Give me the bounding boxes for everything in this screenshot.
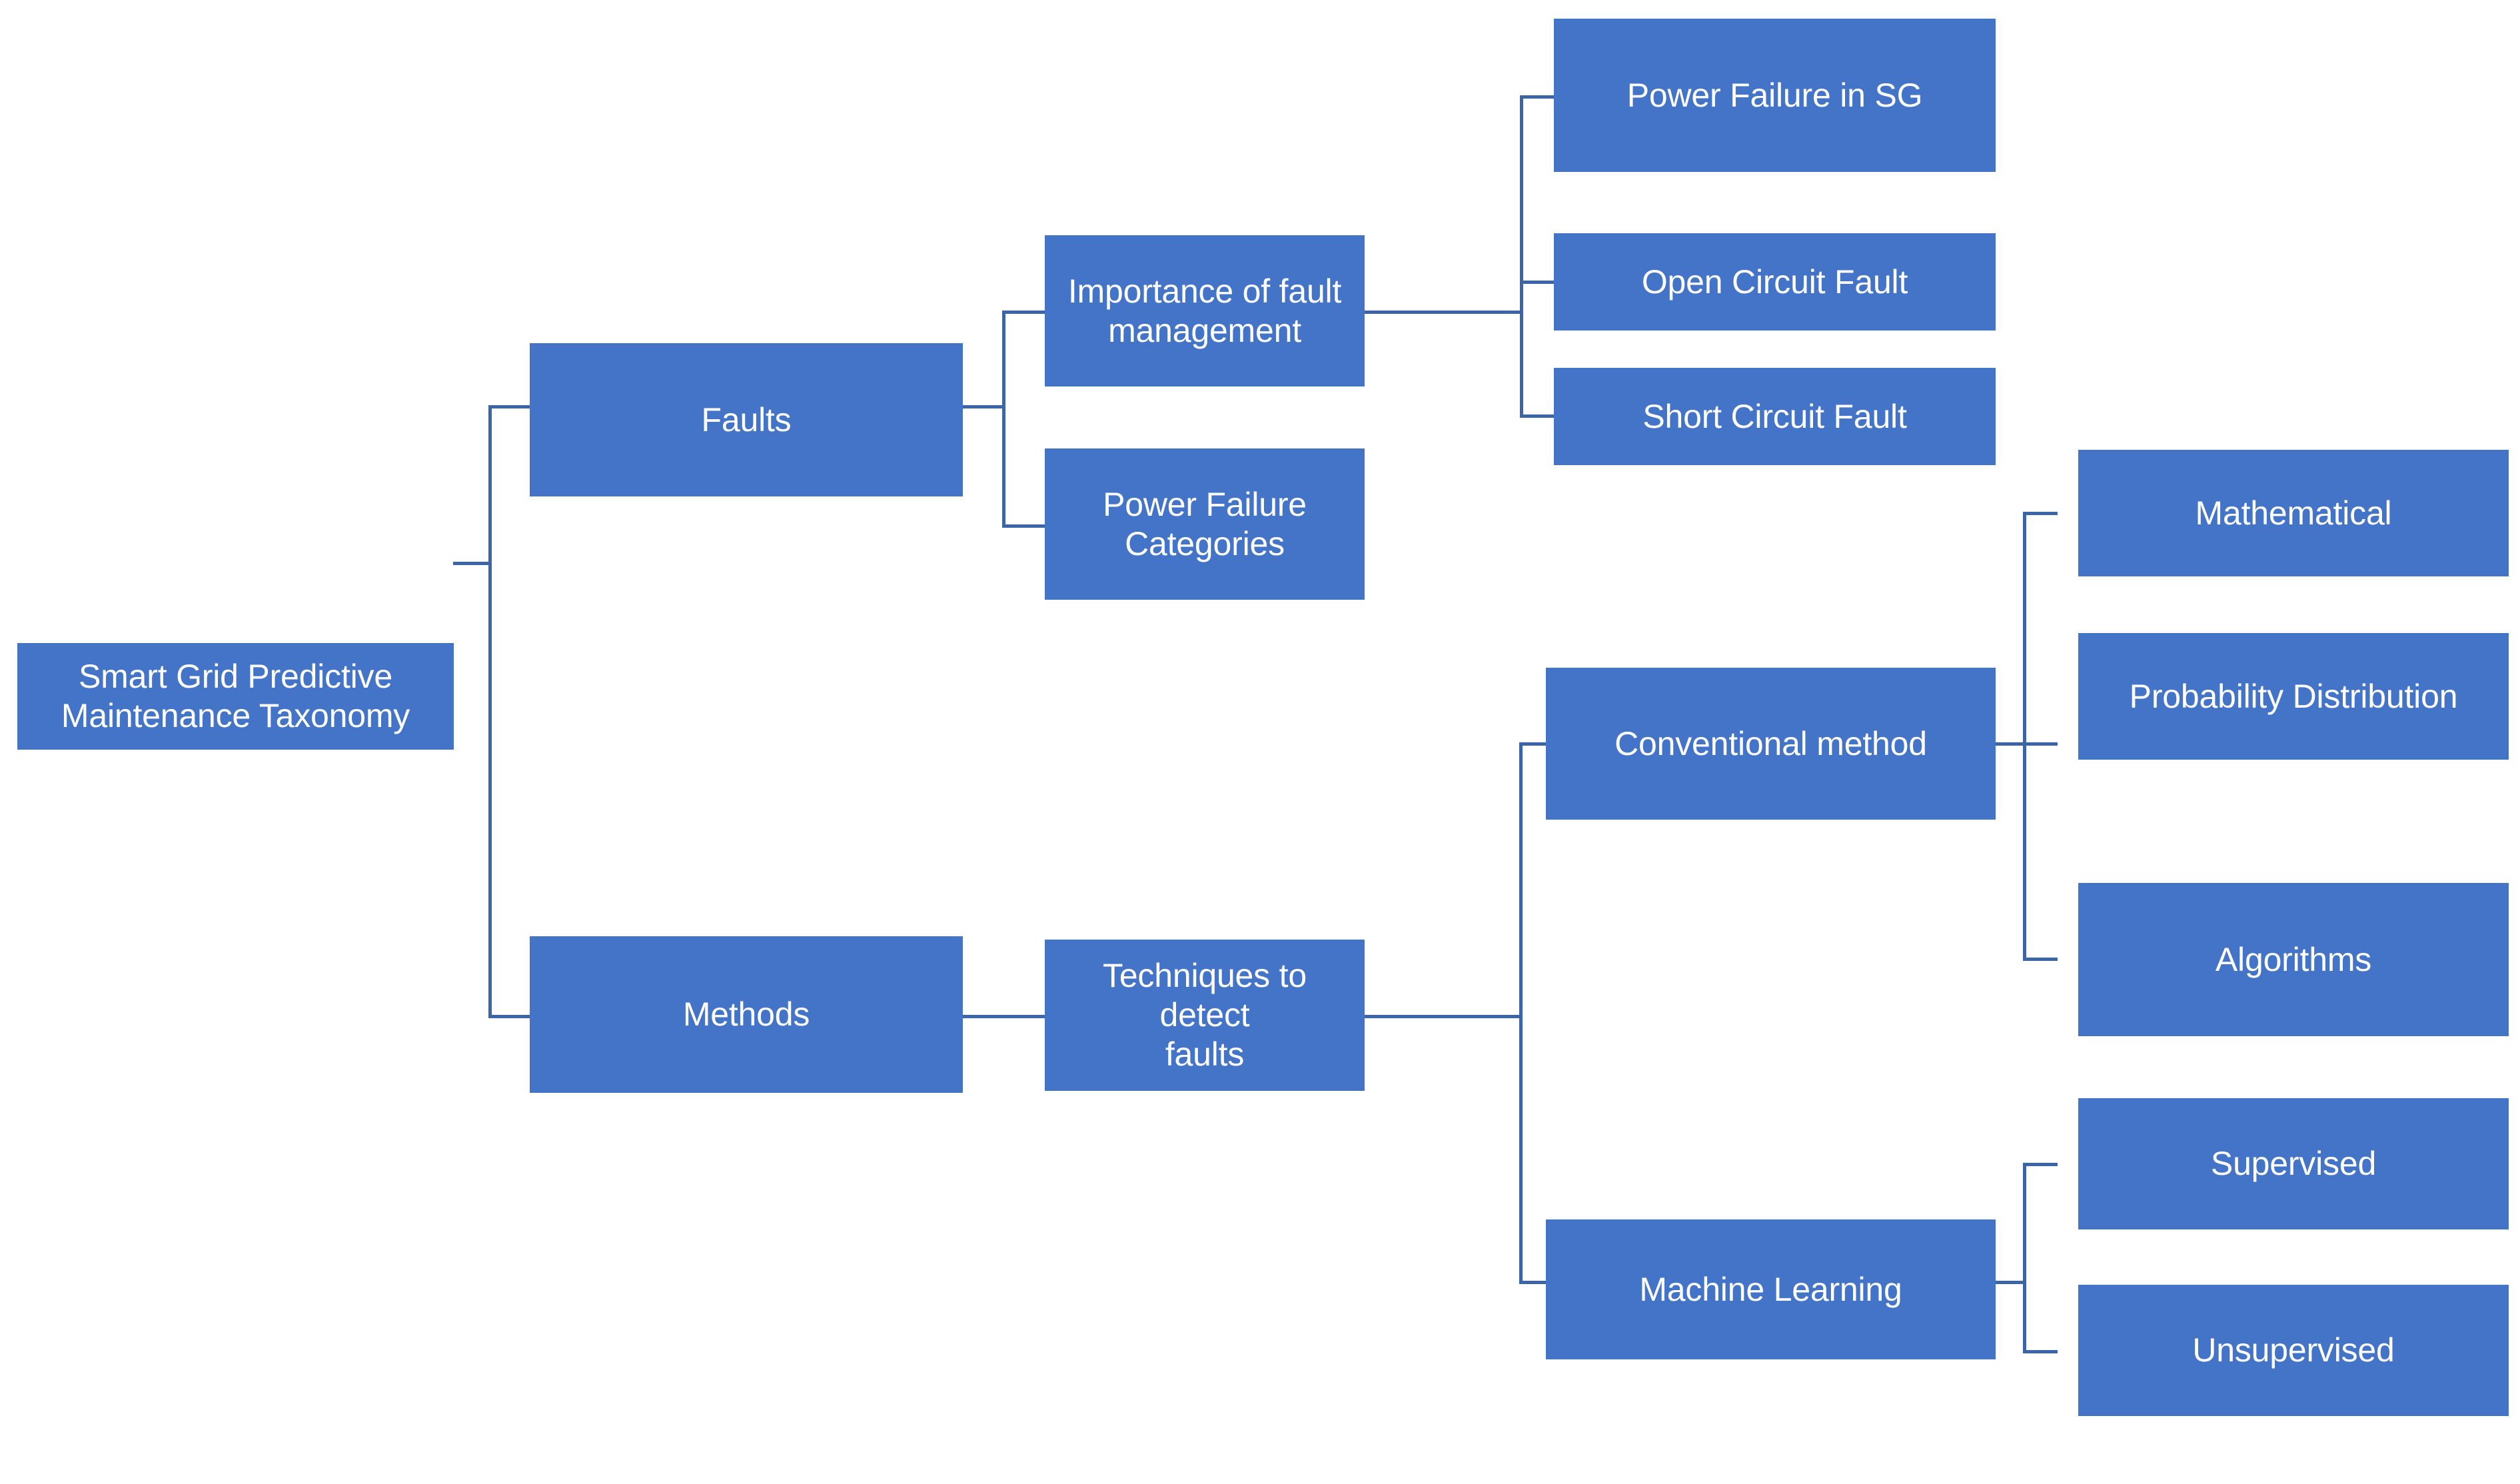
connector-root-to-faults — [488, 405, 530, 408]
node-importance-of-fault-management[interactable]: Importance of fault management — [1045, 235, 1365, 386]
node-supervised-label: Supervised — [2210, 1145, 2377, 1182]
connector-to-unsupervised — [2023, 1350, 2058, 1353]
node-faults-label: Faults — [701, 400, 792, 438]
node-algorithms-label: Algorithms — [2215, 940, 2372, 978]
connector-root-to-methods — [488, 1015, 530, 1018]
connector-to-machine-learning — [1519, 1281, 1547, 1284]
node-methods-label: Methods — [682, 996, 810, 1033]
connector-to-power-failure-in-sg — [1520, 95, 1555, 99]
node-unsupervised-label: Unsupervised — [2192, 1331, 2395, 1369]
node-algorithms[interactable]: Algorithms — [2078, 883, 2509, 1036]
connector-importance-bridge — [1402, 311, 1523, 314]
connector-to-conventional-method — [1519, 742, 1547, 746]
node-power-failure-categories[interactable]: Power Failure Categories — [1045, 448, 1365, 600]
node-open-circuit-fault-label: Open Circuit Fault — [1641, 263, 1908, 301]
node-techniques-to-detect-faults[interactable]: Techniques to detect faults — [1045, 940, 1365, 1091]
node-power-failure-categories-label: Power Failure Categories — [1103, 485, 1307, 562]
connector-faults-to-importance — [1002, 311, 1045, 314]
node-machine-learning-label: Machine Learning — [1639, 1270, 1902, 1308]
connector-techniques-trunk — [1519, 742, 1523, 1284]
connector-machine-learning-trunk — [2023, 1163, 2026, 1353]
connector-to-algorithms — [2023, 958, 2058, 961]
node-short-circuit-fault-label: Short Circuit Fault — [1642, 397, 1907, 435]
connector-to-supervised — [2023, 1163, 2058, 1166]
connector-machine-learning-stub — [1995, 1281, 2026, 1284]
node-short-circuit-fault[interactable]: Short Circuit Fault — [1554, 368, 1996, 465]
node-methods[interactable]: Methods — [530, 936, 963, 1093]
node-machine-learning[interactable]: Machine Learning — [1546, 1219, 1996, 1359]
node-probability-distribution[interactable]: Probability Distribution — [2078, 633, 2509, 760]
connector-faults-to-power-failure-categories — [1002, 524, 1045, 528]
connector-to-probability-distribution — [2023, 742, 2058, 746]
node-root-label: Smart Grid Predictive Maintenance Taxono… — [61, 658, 410, 734]
node-faults[interactable]: Faults — [530, 343, 963, 496]
node-importance-of-fault-management-label: Importance of fault management — [1067, 272, 1342, 349]
connector-methods-to-techniques — [963, 1015, 1045, 1018]
connector-to-short-circuit-fault — [1520, 414, 1555, 418]
connector-importance-trunk — [1520, 95, 1523, 416]
node-mathematical[interactable]: Mathematical — [2078, 450, 2509, 576]
connector-to-open-circuit-fault — [1520, 281, 1555, 284]
node-conventional-method[interactable]: Conventional method — [1546, 668, 1996, 820]
connector-techniques-bridge — [1402, 1015, 1523, 1018]
connector-faults-stub — [963, 405, 1004, 408]
node-open-circuit-fault[interactable]: Open Circuit Fault — [1554, 233, 1996, 331]
connector-faults-trunk — [1002, 311, 1005, 528]
connector-to-mathematical — [2023, 512, 2058, 515]
connector-importance-stub — [1365, 311, 1405, 314]
node-unsupervised[interactable]: Unsupervised — [2078, 1285, 2509, 1416]
connector-root-stub — [453, 562, 492, 565]
connector-conventional-stub — [1995, 742, 2026, 746]
connector-root-trunk — [488, 405, 492, 1018]
node-probability-distribution-label: Probability Distribution — [2129, 677, 2458, 715]
node-mathematical-label: Mathematical — [2195, 494, 2392, 532]
node-techniques-to-detect-faults-label: Techniques to detect faults — [1103, 957, 1307, 1073]
node-conventional-method-label: Conventional method — [1614, 724, 1927, 762]
connector-techniques-stub — [1365, 1015, 1405, 1018]
connector-conventional-trunk — [2023, 512, 2026, 961]
node-supervised[interactable]: Supervised — [2078, 1098, 2509, 1229]
node-root[interactable]: Smart Grid Predictive Maintenance Taxono… — [17, 643, 454, 750]
node-power-failure-in-sg[interactable]: Power Failure in SG — [1554, 19, 1996, 172]
node-power-failure-in-sg-label: Power Failure in SG — [1626, 76, 1923, 114]
